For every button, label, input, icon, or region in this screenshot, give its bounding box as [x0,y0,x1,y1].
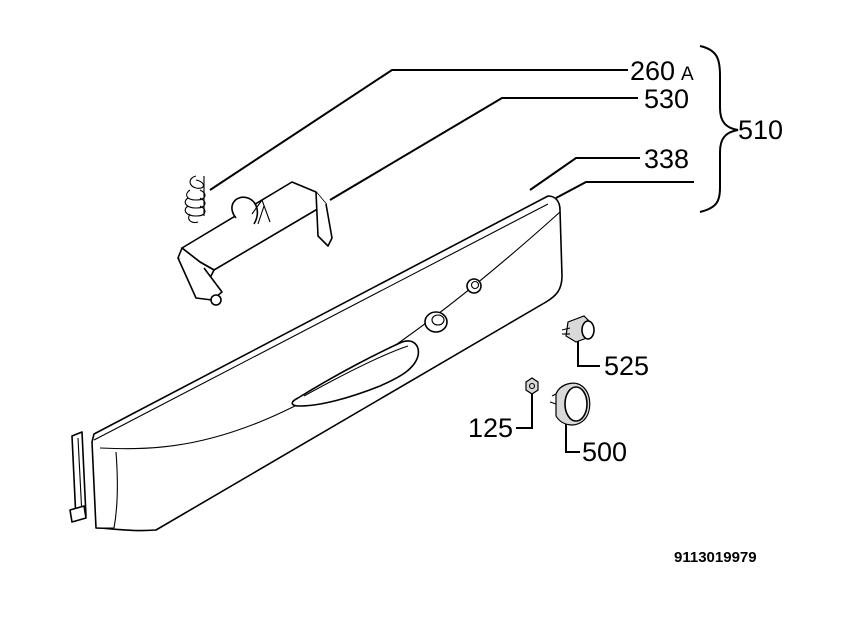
hinge-bracket-icon [177,181,333,306]
leader-125 [516,392,533,429]
leader-338-upper [529,157,640,191]
label-510: 510 [738,115,783,145]
label-125: 125 [468,413,513,443]
hex-nut-icon [525,377,539,395]
rotary-knob-icon [549,382,591,426]
control-panel-icon [91,195,563,532]
label-500: 500 [582,437,627,467]
label-525: 525 [604,351,649,381]
indicator-lamp-icon [561,315,595,343]
leader-530 [329,97,638,201]
leader-500 [565,424,580,453]
leader-338-lower [555,181,694,199]
document-number: 9113019979 [674,549,757,566]
label-260-suffix: A [681,64,694,85]
label-530: 530 [644,84,689,114]
leader-lines [209,69,694,453]
label-338: 338 [644,144,689,174]
leader-525 [577,340,600,367]
leader-260a [209,69,628,191]
end-cap-icon [69,431,87,523]
group-brace-510 [699,45,739,213]
label-260-number: 260 [630,56,675,86]
coil-spring-icon [184,175,206,224]
